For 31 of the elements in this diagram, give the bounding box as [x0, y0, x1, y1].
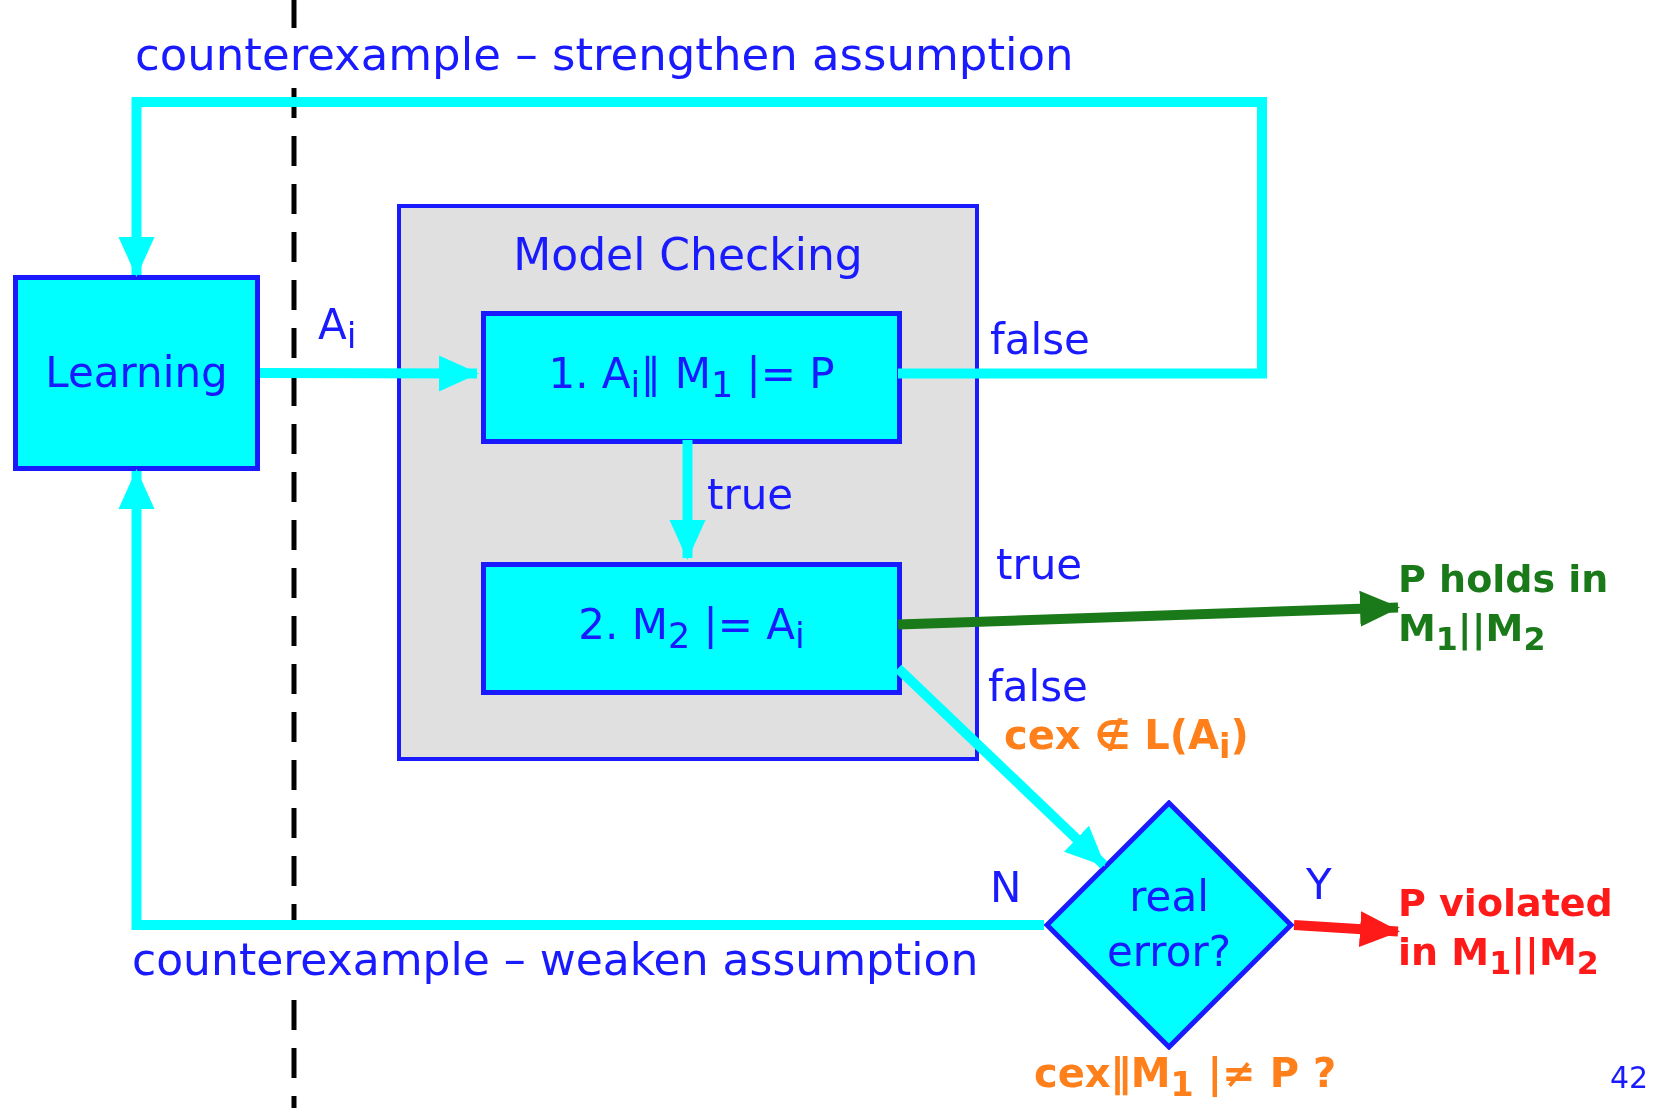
arrow [118, 469, 1044, 930]
edge-label: false [988, 662, 1088, 711]
arrow [669, 440, 706, 560]
process-box [13, 275, 260, 471]
edge-label: N [990, 863, 1022, 912]
note-text: cex∥M$_{1}$ |≠ P ? [1034, 1050, 1337, 1104]
node-label: real error? [1106, 871, 1232, 978]
arrow [1293, 911, 1400, 948]
arrow [897, 590, 1400, 630]
edge-label: Y [1306, 860, 1332, 909]
page-number: 42 [1610, 1060, 1649, 1095]
note-text: cex ∉ L(A$_{i}$) [1004, 712, 1249, 766]
group-panel [397, 204, 979, 761]
edge-label: A$_{i}$ [318, 300, 357, 357]
node-label: P violated in M$_{1}$||M$_{2}$ [1398, 879, 1614, 983]
arrow [260, 355, 479, 392]
arrow [118, 97, 1267, 379]
edge-label: true [996, 540, 1083, 589]
decision-diamond [1044, 800, 1294, 1050]
note-text: counterexample – weaken assumption [132, 934, 979, 985]
process-box [481, 311, 902, 444]
node-label: 1. A$_{i}$∥ M$_{1}$ |= P [548, 347, 835, 407]
node-label: P holds in M$_{1}$||M$_{2}$ [1398, 555, 1610, 659]
group-title: Model Checking [512, 228, 864, 282]
edge-label: false [990, 315, 1090, 364]
node-label: Learning [45, 346, 228, 399]
note-text: counterexample – strengthen assumption [135, 28, 1074, 81]
node-label: 2. M$_{2}$ |= A$_{i}$ [578, 598, 805, 658]
arrow [894, 664, 1108, 869]
edge-label: true [707, 470, 794, 519]
process-box [481, 562, 902, 695]
